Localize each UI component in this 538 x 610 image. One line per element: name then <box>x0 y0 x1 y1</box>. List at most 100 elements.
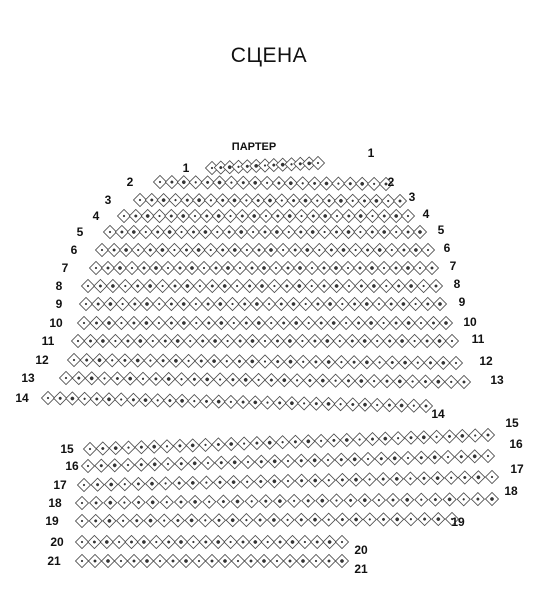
seat[interactable] <box>362 512 377 527</box>
seat[interactable] <box>340 260 356 276</box>
seat[interactable] <box>130 353 145 368</box>
seat[interactable] <box>107 458 122 473</box>
seat[interactable] <box>191 242 206 258</box>
seat[interactable] <box>429 429 444 444</box>
seat[interactable] <box>379 374 395 389</box>
seat[interactable] <box>343 176 358 191</box>
seat[interactable] <box>148 371 163 386</box>
seat[interactable] <box>76 477 92 493</box>
seat[interactable] <box>230 278 245 294</box>
seat[interactable] <box>167 278 183 294</box>
seat[interactable] <box>336 242 351 258</box>
seat[interactable] <box>367 176 382 191</box>
seat[interactable] <box>158 476 173 491</box>
seat[interactable] <box>468 428 483 443</box>
seat[interactable] <box>239 242 254 258</box>
seat[interactable] <box>364 315 379 331</box>
seat[interactable] <box>174 456 189 471</box>
seat[interactable] <box>84 371 99 386</box>
seat[interactable] <box>151 315 166 331</box>
seat[interactable] <box>253 474 268 489</box>
seat[interactable] <box>277 373 292 388</box>
seat[interactable] <box>418 398 434 414</box>
seat[interactable] <box>143 513 158 528</box>
seat[interactable] <box>343 493 358 508</box>
seat[interactable] <box>220 333 235 349</box>
seat[interactable] <box>274 193 289 208</box>
seat[interactable] <box>306 208 321 224</box>
seat[interactable] <box>159 439 175 454</box>
seat[interactable] <box>234 224 249 240</box>
seat[interactable] <box>139 296 155 312</box>
seat[interactable] <box>170 513 185 528</box>
seat[interactable] <box>211 513 227 528</box>
seat[interactable] <box>369 193 384 208</box>
seat[interactable] <box>287 493 302 508</box>
seat[interactable] <box>444 470 459 485</box>
seat[interactable] <box>126 392 141 407</box>
seat[interactable] <box>173 534 189 550</box>
seat[interactable] <box>384 242 399 258</box>
seat[interactable] <box>103 495 118 510</box>
seat[interactable] <box>116 513 131 528</box>
seat[interactable] <box>180 193 195 208</box>
seat[interactable] <box>126 315 141 331</box>
seat[interactable] <box>161 534 176 550</box>
seat[interactable] <box>294 208 309 224</box>
seat[interactable] <box>119 242 134 258</box>
seat[interactable] <box>296 354 311 369</box>
seat[interactable] <box>335 296 350 312</box>
seat[interactable] <box>300 242 315 258</box>
seat[interactable] <box>147 457 162 472</box>
seat[interactable] <box>82 441 98 457</box>
seat[interactable] <box>286 296 301 312</box>
seat[interactable] <box>223 534 238 550</box>
seat[interactable] <box>176 296 191 312</box>
seat[interactable] <box>260 395 275 410</box>
seat[interactable] <box>414 450 429 465</box>
seat[interactable] <box>117 477 132 492</box>
seat[interactable] <box>262 296 277 312</box>
seat[interactable] <box>211 534 226 550</box>
seat[interactable] <box>389 224 404 240</box>
seat[interactable] <box>204 553 220 569</box>
seat[interactable] <box>378 176 394 192</box>
seat[interactable] <box>144 476 160 491</box>
seat[interactable] <box>408 242 423 258</box>
seat[interactable] <box>176 315 191 331</box>
seat[interactable] <box>249 436 264 451</box>
seat[interactable] <box>438 315 454 331</box>
seat[interactable] <box>217 553 233 569</box>
seat[interactable] <box>136 534 151 550</box>
seat[interactable] <box>213 372 228 387</box>
seat[interactable] <box>480 427 496 443</box>
seat[interactable] <box>249 296 264 312</box>
seat[interactable] <box>432 333 447 349</box>
seat[interactable] <box>178 553 194 569</box>
seat[interactable] <box>377 224 392 240</box>
seat[interactable] <box>199 394 214 409</box>
seat[interactable] <box>238 372 253 387</box>
seat[interactable] <box>172 476 187 491</box>
seat[interactable] <box>345 333 360 349</box>
seat[interactable] <box>292 260 308 276</box>
seat[interactable] <box>89 495 104 510</box>
seat[interactable] <box>282 333 297 349</box>
seat[interactable] <box>210 224 225 240</box>
seat[interactable] <box>93 278 108 294</box>
seat[interactable] <box>307 512 323 527</box>
seat[interactable] <box>136 260 152 276</box>
seat[interactable] <box>285 534 300 550</box>
seat[interactable] <box>223 208 238 224</box>
seat[interactable] <box>230 553 246 569</box>
seat[interactable] <box>232 260 248 276</box>
seat[interactable] <box>211 208 226 224</box>
seat[interactable] <box>456 492 471 507</box>
seat[interactable] <box>188 296 203 312</box>
seat[interactable] <box>192 193 207 208</box>
seat[interactable] <box>131 242 146 258</box>
seat[interactable] <box>198 513 213 528</box>
seat[interactable] <box>135 371 151 386</box>
seat[interactable] <box>280 512 295 527</box>
seat[interactable] <box>164 208 179 224</box>
